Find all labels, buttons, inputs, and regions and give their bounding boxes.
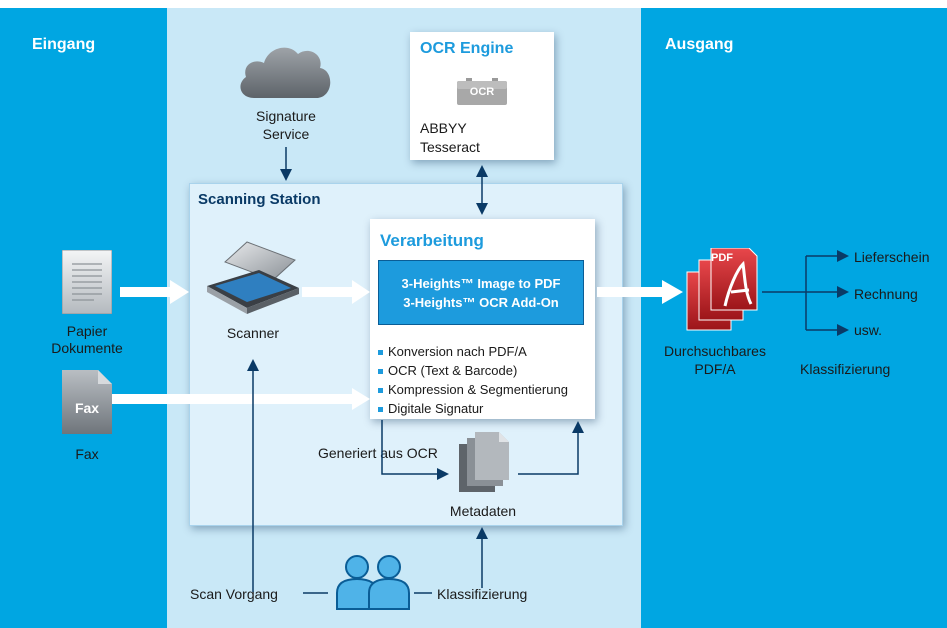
feature-item: Digitale Signatur [378,399,568,418]
fax-label: Fax [75,446,99,462]
generated-from-ocr-label: Generiert aus OCR [318,445,438,461]
fax-icon-text: Fax [74,400,100,416]
signature-service-label-2: Service [262,126,310,142]
ocr-chip-label: OCR [469,86,495,98]
processing-title: Verarbeitung [380,231,484,250]
searchable-pdf-label-1: Durchsuchbares [664,343,766,359]
pdf-stack-icon [685,247,769,332]
feature-item: Konversion nach PDF/A [378,342,568,361]
arrow-metadata-to-processing [518,421,584,475]
ocr-engine-title: OCR Engine [420,40,514,57]
paper-documents-label-1: Papier [66,323,108,339]
ocr-engine-abbyy: ABBYY [420,120,467,136]
processing-features: Konversion nach PDF/A OCR (Text & Barcod… [378,342,568,418]
users-icon [333,553,413,611]
ocr-chip-icon [457,78,507,105]
product-box [378,260,584,325]
scanner-icon [203,240,303,318]
scanner-label: Scanner [226,325,280,341]
product-image-to-pdf: 3-Heights™ Image to PDF [401,276,561,291]
paper-document-icon [61,249,113,315]
scanning-station-title: Scanning Station [198,191,321,208]
scan-process-label: Scan Vorgang [190,586,278,602]
signature-service-label-1: Signature [256,108,316,124]
input-column [0,8,167,628]
classification-bottom-label: Klassifizierung [437,586,528,602]
cloud-icon [236,38,336,100]
arrow-processing-to-metadata [381,420,449,480]
fax-icon [62,370,112,434]
feature-item: Kompression & Segmentierung [378,380,568,399]
input-column-title: Eingang [32,36,96,53]
paper-documents-label-2: Dokumente [51,340,123,356]
searchable-pdf-label-2: PDF/A [694,361,736,377]
metadata-icon [455,432,511,494]
output-target-usw: usw. [854,322,883,338]
arrow-paper-to-scanner [120,280,189,304]
arrow-scanner-to-processing [302,280,370,304]
ocr-engine-tesseract: Tesseract [420,139,480,155]
pdf-icon-text: PDF [711,252,733,264]
metadata-label: Metadaten [449,503,517,519]
product-ocr-addon: 3-Heights™ OCR Add-On [403,295,559,310]
arrow-processing-to-pdf [597,280,683,304]
feature-item: OCR (Text & Barcode) [378,361,568,380]
classification-output-label: Klassifizierung [800,361,891,377]
arrow-fax-to-processing [112,388,370,410]
output-target-rechnung: Rechnung [854,286,918,302]
output-target-lieferschein: Lieferschein [854,249,930,265]
white-arrows [112,280,683,410]
output-column-title: Ausgang [665,36,734,53]
